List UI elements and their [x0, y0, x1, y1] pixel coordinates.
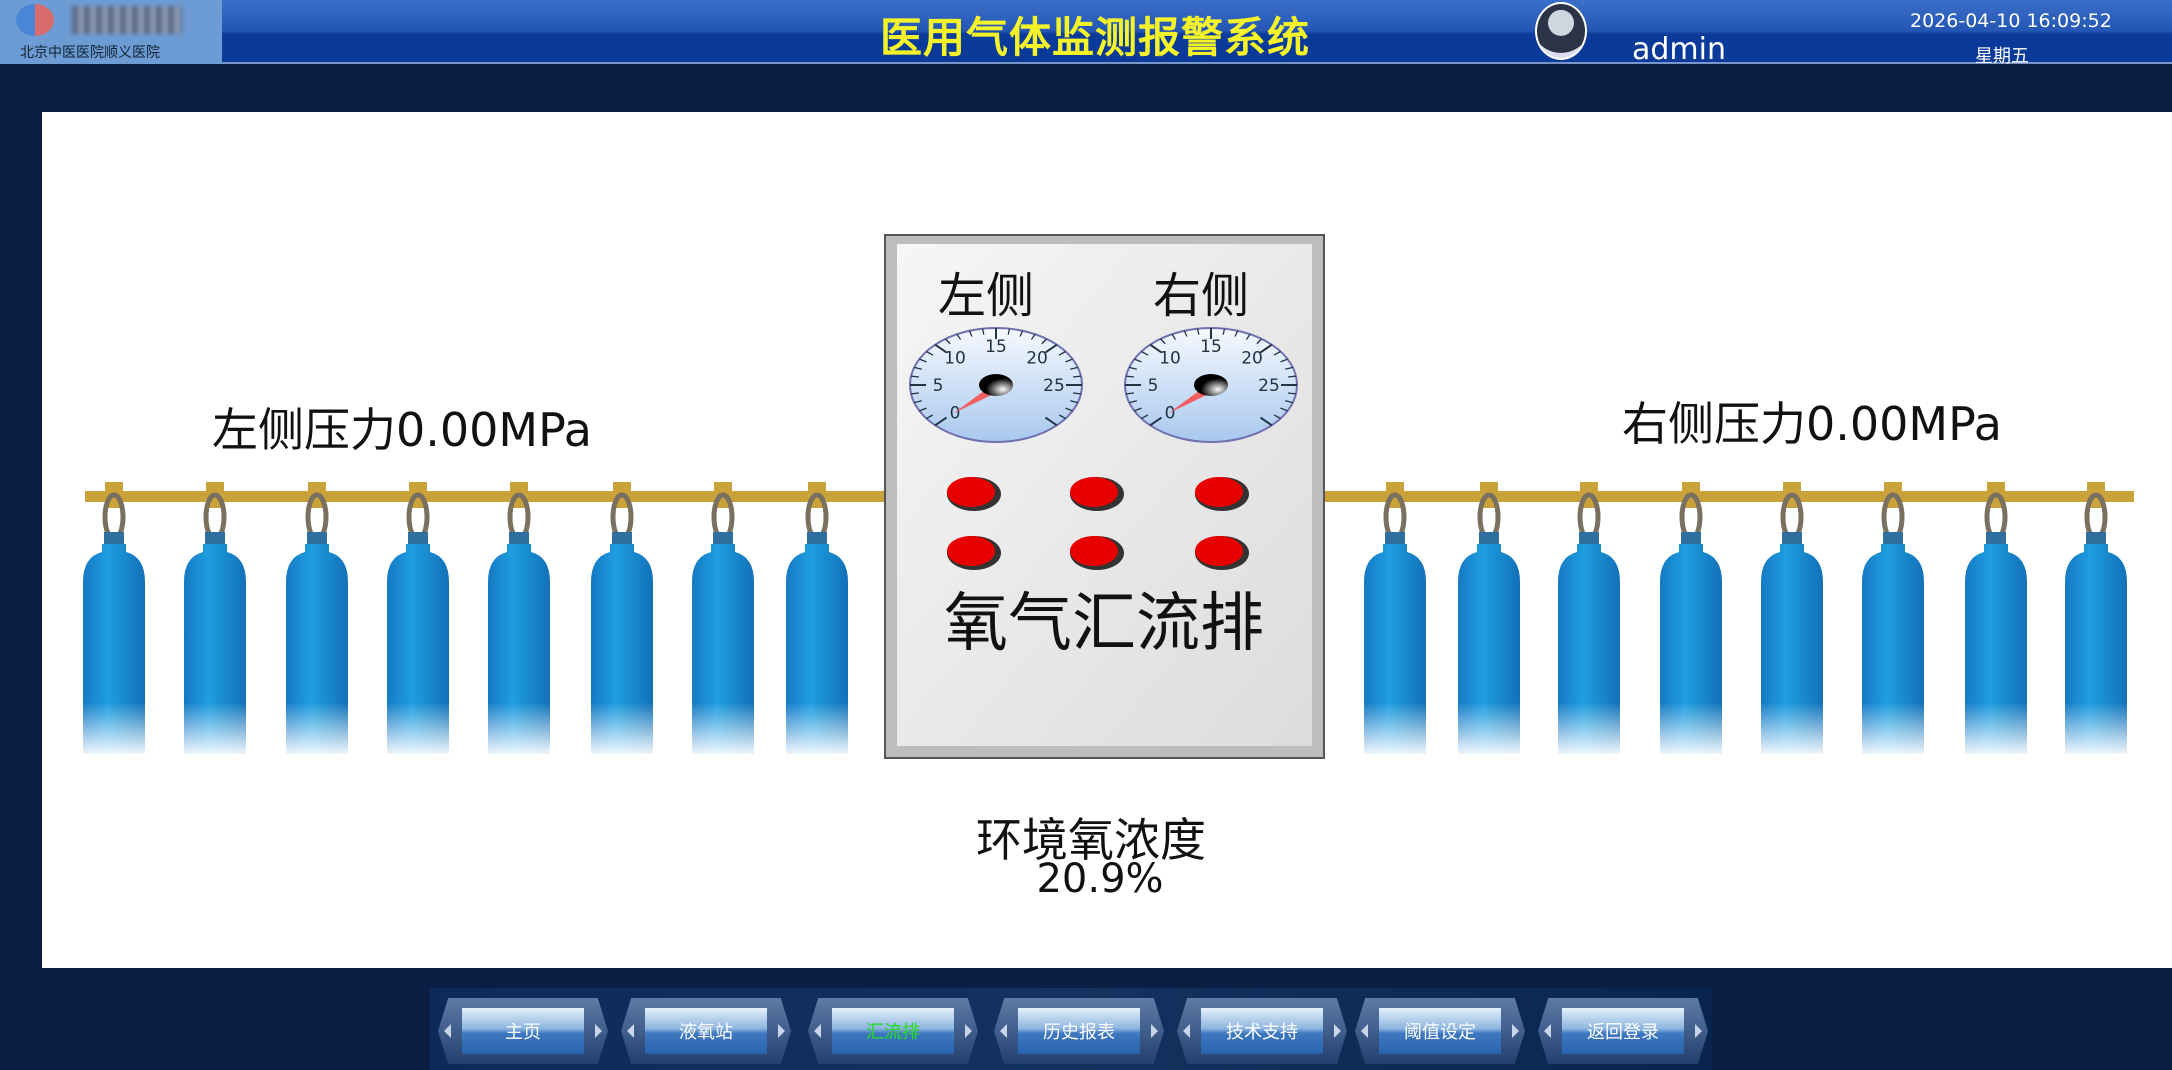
gauge-tick-label: 15	[1200, 337, 1222, 357]
gauge-tick-label: 10	[1159, 348, 1181, 368]
gauge-tick-label: 20	[1241, 348, 1263, 368]
chevron-left-icon	[814, 1024, 821, 1038]
alarm-indicator-light	[947, 477, 1001, 511]
gauge-tick-label: 0	[950, 404, 961, 424]
hospital-name: 北京中医医院顺义医院	[20, 45, 160, 61]
chevron-left-icon	[627, 1024, 634, 1038]
gauge-tick-label: 5	[933, 376, 944, 396]
oxygen-cylinder	[2063, 482, 2129, 758]
chevron-right-icon	[1695, 1024, 1702, 1038]
chevron-right-icon	[1334, 1024, 1341, 1038]
nav-button-0[interactable]: 主页	[438, 998, 608, 1064]
hospital-logo: 北京中医医院顺义医院	[0, 0, 222, 64]
nav-label: 技术支持	[1226, 1022, 1298, 1043]
gauge-tick-label: 10	[944, 348, 966, 368]
nav-label: 液氧站	[679, 1022, 733, 1043]
nav-label: 汇流排	[866, 1022, 920, 1043]
logo-image	[72, 6, 182, 34]
nav-label: 历史报表	[1043, 1022, 1115, 1043]
chevron-left-icon	[1544, 1024, 1551, 1038]
oxygen-cylinder	[784, 482, 850, 758]
chevron-right-icon	[778, 1024, 785, 1038]
app-title: 医用气体监测报警系统	[879, 13, 1310, 62]
oxygen-cylinder	[1759, 482, 1825, 758]
left-gauge-label: 左侧	[937, 268, 1035, 324]
nav-button-2[interactable]: 汇流排	[808, 998, 978, 1064]
oxygen-cylinder	[589, 482, 655, 758]
username: admin	[1632, 32, 1726, 67]
alarm-indicator-light	[1070, 536, 1124, 570]
nav-button-6[interactable]: 返回登录	[1538, 998, 1708, 1064]
alarm-indicator-light	[1195, 536, 1249, 570]
chevron-left-icon	[444, 1024, 451, 1038]
oxygen-cylinder	[182, 482, 248, 758]
alarm-indicator-light	[1195, 477, 1249, 511]
oxygen-cylinder	[1963, 482, 2029, 758]
weekday: 星期五	[1975, 46, 2029, 67]
oxygen-cylinder	[486, 482, 552, 758]
chevron-right-icon	[1512, 1024, 1519, 1038]
nav-button-3[interactable]: 历史报表	[994, 998, 1164, 1064]
oxygen-cylinder	[690, 482, 756, 758]
env-oxygen-value: 20.9%	[1036, 856, 1164, 902]
oxygen-cylinder	[1556, 482, 1622, 758]
oxygen-cylinder	[385, 482, 451, 758]
nav-button-4[interactable]: 技术支持	[1177, 998, 1347, 1064]
right-pressure: 右侧压力0.00MPa	[1622, 397, 2002, 451]
nav-button-1[interactable]: 液氧站	[621, 998, 791, 1064]
chevron-right-icon	[1151, 1024, 1158, 1038]
gauge-tick-label: 5	[1148, 376, 1159, 396]
nav-label: 返回登录	[1587, 1022, 1659, 1043]
logo-icon	[16, 4, 54, 36]
env-oxygen-label: 环境氧浓度	[976, 813, 1206, 867]
oxygen-cylinder	[1456, 482, 1522, 758]
user-avatar[interactable]	[1535, 2, 1587, 60]
alarm-indicator-light	[947, 536, 1001, 570]
right-gauge-label: 右侧	[1152, 268, 1250, 324]
gauge-tick-label: 20	[1026, 348, 1048, 368]
chevron-left-icon	[1183, 1024, 1190, 1038]
oxygen-cylinder	[81, 482, 147, 758]
header-bar: 北京中医医院顺义医院 医用气体监测报警系统 admin 2026-04-10 1…	[0, 0, 2172, 67]
gauge-tick-label: 25	[1258, 376, 1280, 396]
left-manifold-pipe	[85, 491, 885, 502]
right-manifold-pipe	[1324, 491, 2134, 502]
oxygen-cylinder	[1362, 482, 1428, 758]
chevron-left-icon	[1000, 1024, 1007, 1038]
gauge-tick-label: 0	[1165, 404, 1176, 424]
alarm-indicator-light	[1070, 477, 1124, 511]
bottom-nav: 主页 液氧站 汇流排 历史报表 技术支持 阈值设定 返回登录	[430, 988, 1712, 1070]
nav-label: 阈值设定	[1404, 1022, 1476, 1043]
gauge-tick-label: 15	[985, 337, 1007, 357]
nav-button-5[interactable]: 阈值设定	[1355, 998, 1525, 1064]
oxygen-cylinder	[1860, 482, 1926, 758]
gauge-tick-label: 25	[1043, 376, 1065, 396]
nav-label: 主页	[505, 1022, 541, 1043]
cabinet-title: 氧气汇流排	[944, 587, 1264, 661]
oxygen-cylinder	[284, 482, 350, 758]
chevron-right-icon	[595, 1024, 602, 1038]
left-pressure: 左侧压力0.00MPa	[212, 403, 592, 457]
oxygen-cylinder	[1658, 482, 1724, 758]
chevron-left-icon	[1361, 1024, 1368, 1038]
chevron-right-icon	[965, 1024, 972, 1038]
datetime: 2026-04-10 16:09:52	[1910, 10, 2112, 32]
